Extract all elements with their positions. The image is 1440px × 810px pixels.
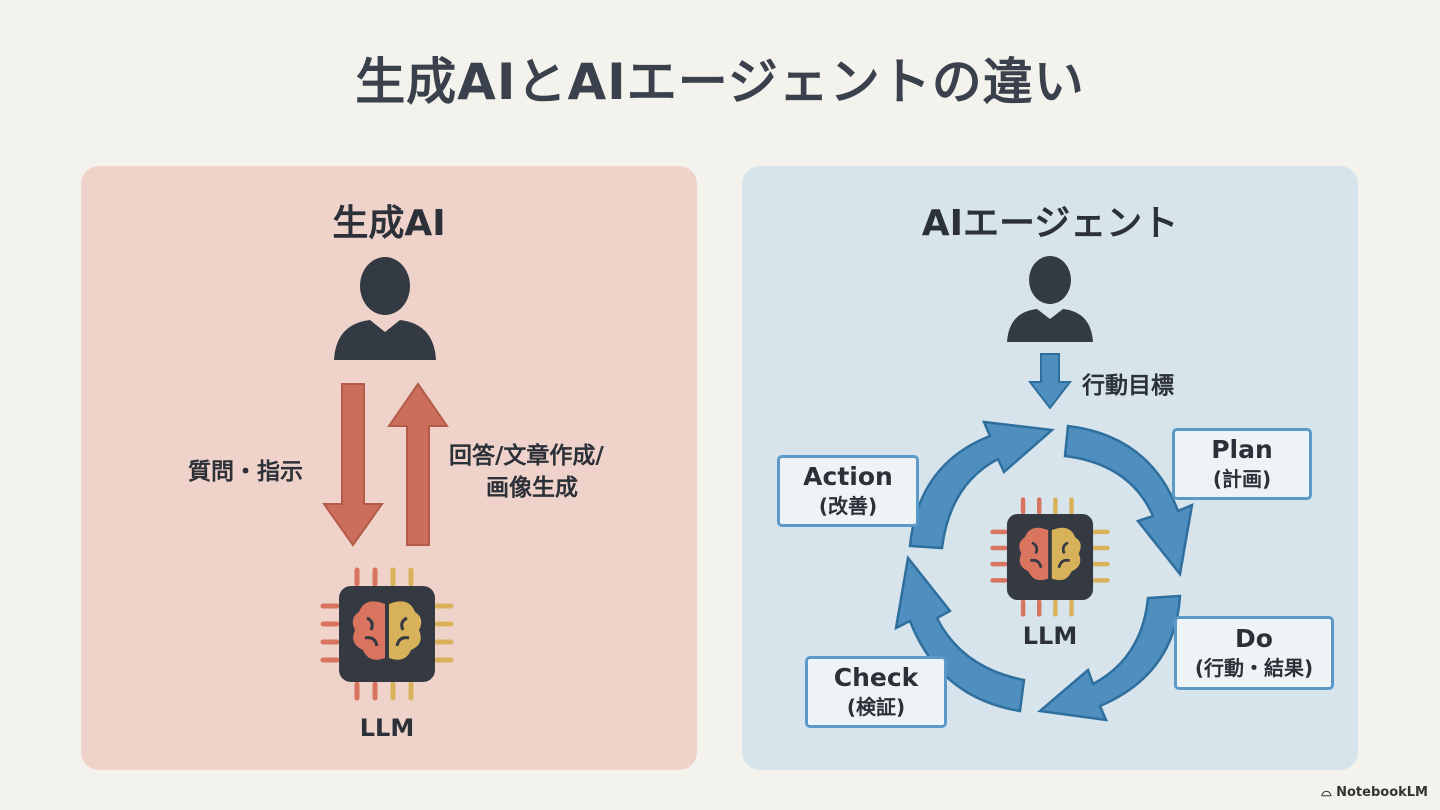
brand-watermark: ⌓ NotebookLM [1321, 785, 1428, 800]
plan-box: Plan (計画) [1172, 428, 1312, 500]
check-sublabel: (検証) [846, 695, 906, 719]
brand-label: NotebookLM [1336, 785, 1428, 800]
ai-agent-heading: AIエージェント [921, 203, 1179, 244]
ai-agent-panel: AIエージェント 行動目標 [742, 166, 1358, 770]
answer-label-line1: 回答/文章作成/ [449, 443, 604, 469]
action-label: Action [803, 462, 893, 491]
plan-label: Plan [1211, 435, 1273, 464]
cycle-arrows-icon [894, 420, 1194, 722]
action-sublabel: (改善) [818, 494, 878, 518]
llm-label: LLM [359, 714, 415, 742]
check-label: Check [833, 663, 919, 692]
person-icon [1007, 256, 1093, 342]
action-box: Action (改善) [777, 455, 919, 527]
arrow-down-icon [322, 383, 384, 547]
question-instruction-label: 質問・指示 [188, 459, 303, 485]
generative-ai-panel: 生成AI 質問・指示 回答/文章作成/ 画像生成 [81, 166, 697, 770]
do-label: Do [1235, 624, 1273, 653]
answer-label-line2: 画像生成 [486, 475, 578, 501]
do-sublabel: (行動・結果) [1194, 656, 1314, 680]
check-box: Check (検証) [805, 656, 947, 728]
page-title: 生成AIとAIエージェントの違い [355, 53, 1085, 111]
plan-sublabel: (計画) [1212, 467, 1272, 491]
llm-chip-icon [990, 497, 1110, 617]
notebooklm-logo-icon: ⌓ [1321, 785, 1332, 800]
llm-label: LLM [1022, 622, 1078, 650]
llm-chip-icon [320, 567, 454, 701]
generative-ai-heading: 生成AI [332, 203, 446, 244]
arrow-down-icon [1027, 353, 1073, 410]
do-box: Do (行動・結果) [1174, 616, 1334, 690]
arrow-up-icon [387, 382, 449, 546]
person-icon [334, 257, 436, 360]
action-goal-label: 行動目標 [1082, 373, 1174, 399]
